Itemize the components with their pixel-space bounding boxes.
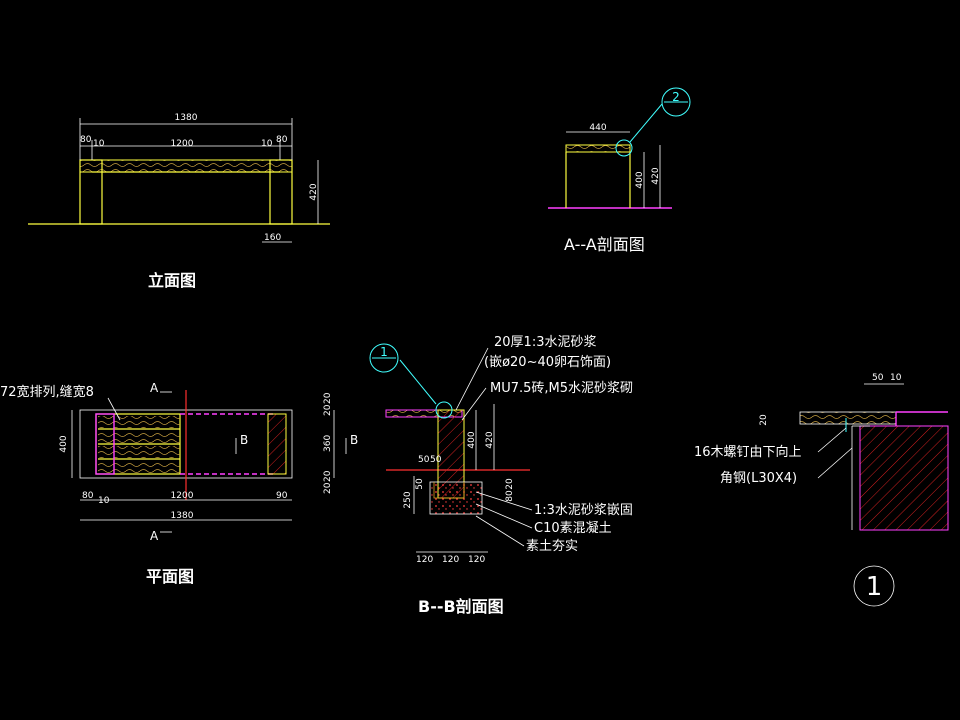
dim-elev-left-leg: 80 [80,135,92,145]
d1-wood-top [799,411,897,425]
dim-elev-leg: 160 [264,233,281,243]
dim-elev-height: 420 [309,183,319,200]
bb-dim-250: 250 [403,491,413,508]
bb-note-1: 20厚1:3水泥砂浆 [494,335,596,350]
plan-dim-r1: 20 [323,392,333,404]
bb-note-2: (嵌ø20~40卵石饰面) [484,355,611,370]
section-aa-title: A--A剖面图 [564,235,645,254]
plan-dim-r5: 20 [323,482,333,494]
bb-dim-400: 400 [467,431,477,448]
aa-dim-420: 420 [651,167,661,184]
bb-dim-80: 80 [505,490,515,502]
plan-dim-depth: 400 [59,435,69,452]
bb-dim-50a: 50 [418,455,430,465]
plan-left-leg [95,413,115,475]
section-bb-view: 1 20厚1:3水泥砂浆 (嵌ø20~40卵石饰面) MU7.5砖,M5水泥砂浆… [369,335,633,616]
plan-slat-4 [98,461,180,473]
plan-dim-left-b: 10 [98,496,110,506]
dim-elev-right-gap: 10 [261,139,273,149]
d1-wall-body [859,425,949,531]
bb-note-3: MU7.5砖,M5水泥砂浆砌 [490,381,633,396]
bb-note-6: 素土夯实 [526,539,578,554]
d1-dim-10: 10 [890,373,902,383]
bb-callout-leader [399,359,437,405]
section-aa-view: 2 440 400 420 A--A剖面图 [548,87,691,254]
bb-leader-3 [475,491,533,511]
plan-note: 72宽排列,缝宽8 [0,384,94,400]
dim-elev-overall: 1380 [175,113,198,123]
bb-dim-base-1: 120 [416,555,433,565]
plan-cut-a-bottom: A [150,529,159,543]
bb-dim-20: 20 [505,478,515,490]
plan-dim-r2: 20 [323,404,333,416]
plan-cut-a-top: A [150,381,159,395]
bb-leader-4 [475,503,533,529]
plan-dim-left-a: 80 [82,491,94,501]
plan-dim-r4: 20 [323,470,333,482]
bb-detail-bubble [435,401,453,419]
right-leg [269,159,293,225]
aa-leader [629,103,663,143]
bb-leader-1 [455,347,489,411]
d1-label: 1 [866,572,883,602]
aa-top [565,144,631,153]
dim-elev-middle: 1200 [171,139,194,149]
d1-leader-2 [817,447,853,479]
bb-dim-50b: 50 [430,455,442,465]
bb-leader-5 [475,515,525,547]
d1-angle-steel [851,425,870,530]
d1-leader-1 [817,427,847,453]
d1-label-circle [853,565,895,607]
aa-dim-width: 440 [589,123,606,133]
plan-note-leader [107,397,121,421]
aa-callout-circle [661,87,691,117]
bench-top [79,159,293,173]
plan-slat-2 [98,431,180,443]
bb-dim-base-3: 120 [468,555,485,565]
bb-dim-420: 420 [485,431,495,448]
bb-callout-number: 1 [380,345,388,359]
bb-callout-circle [369,343,399,373]
plan-dim-right: 90 [276,491,288,501]
bb-dim-50c: 50 [415,478,425,490]
aa-callout-number: 2 [672,90,680,104]
plan-title: 平面图 [146,567,194,586]
detail-1-view: 50 10 20 16木螺钉由下向上 角钢(L30X4) 1 [694,373,949,607]
plan-cut-b-left: B [240,433,248,447]
d1-note-1: 16木螺钉由下向上 [694,444,802,460]
bb-leader-2 [461,387,487,421]
dim-elev-left-gap: 10 [93,139,105,149]
aa-dim-400: 400 [635,171,645,188]
plan-slat-1 [98,416,180,428]
bb-mortar-bed [433,482,465,499]
plan-cut-b-right: B [350,433,358,447]
bb-note-5: C10素混凝土 [534,520,612,536]
d1-dim-50: 50 [872,373,884,383]
plan-view: 400 80 10 1200 90 1380 20 20 360 20 20 7… [0,381,358,586]
plan-dim-middle: 1200 [171,491,194,501]
plan-right-leg [267,413,287,475]
bb-dim-base-2: 120 [442,555,459,565]
left-leg [79,159,103,225]
d1-note-2: 角钢(L30X4) [720,471,797,486]
aa-detail-bubble [615,139,633,157]
elevation-view: 1380 80 10 1200 10 80 420 160 立面图 [28,113,330,290]
plan-dim-overall: 1380 [171,511,194,521]
elevation-title: 立面图 [148,271,196,290]
plan-dim-r3: 360 [323,435,333,452]
plan-slat-3 [98,446,180,458]
dim-elev-right-leg: 80 [276,135,288,145]
bb-note-4: 1:3水泥砂浆嵌固 [534,503,633,518]
section-bb-title: B--B剖面图 [418,597,504,616]
d1-dim-20: 20 [759,414,769,426]
